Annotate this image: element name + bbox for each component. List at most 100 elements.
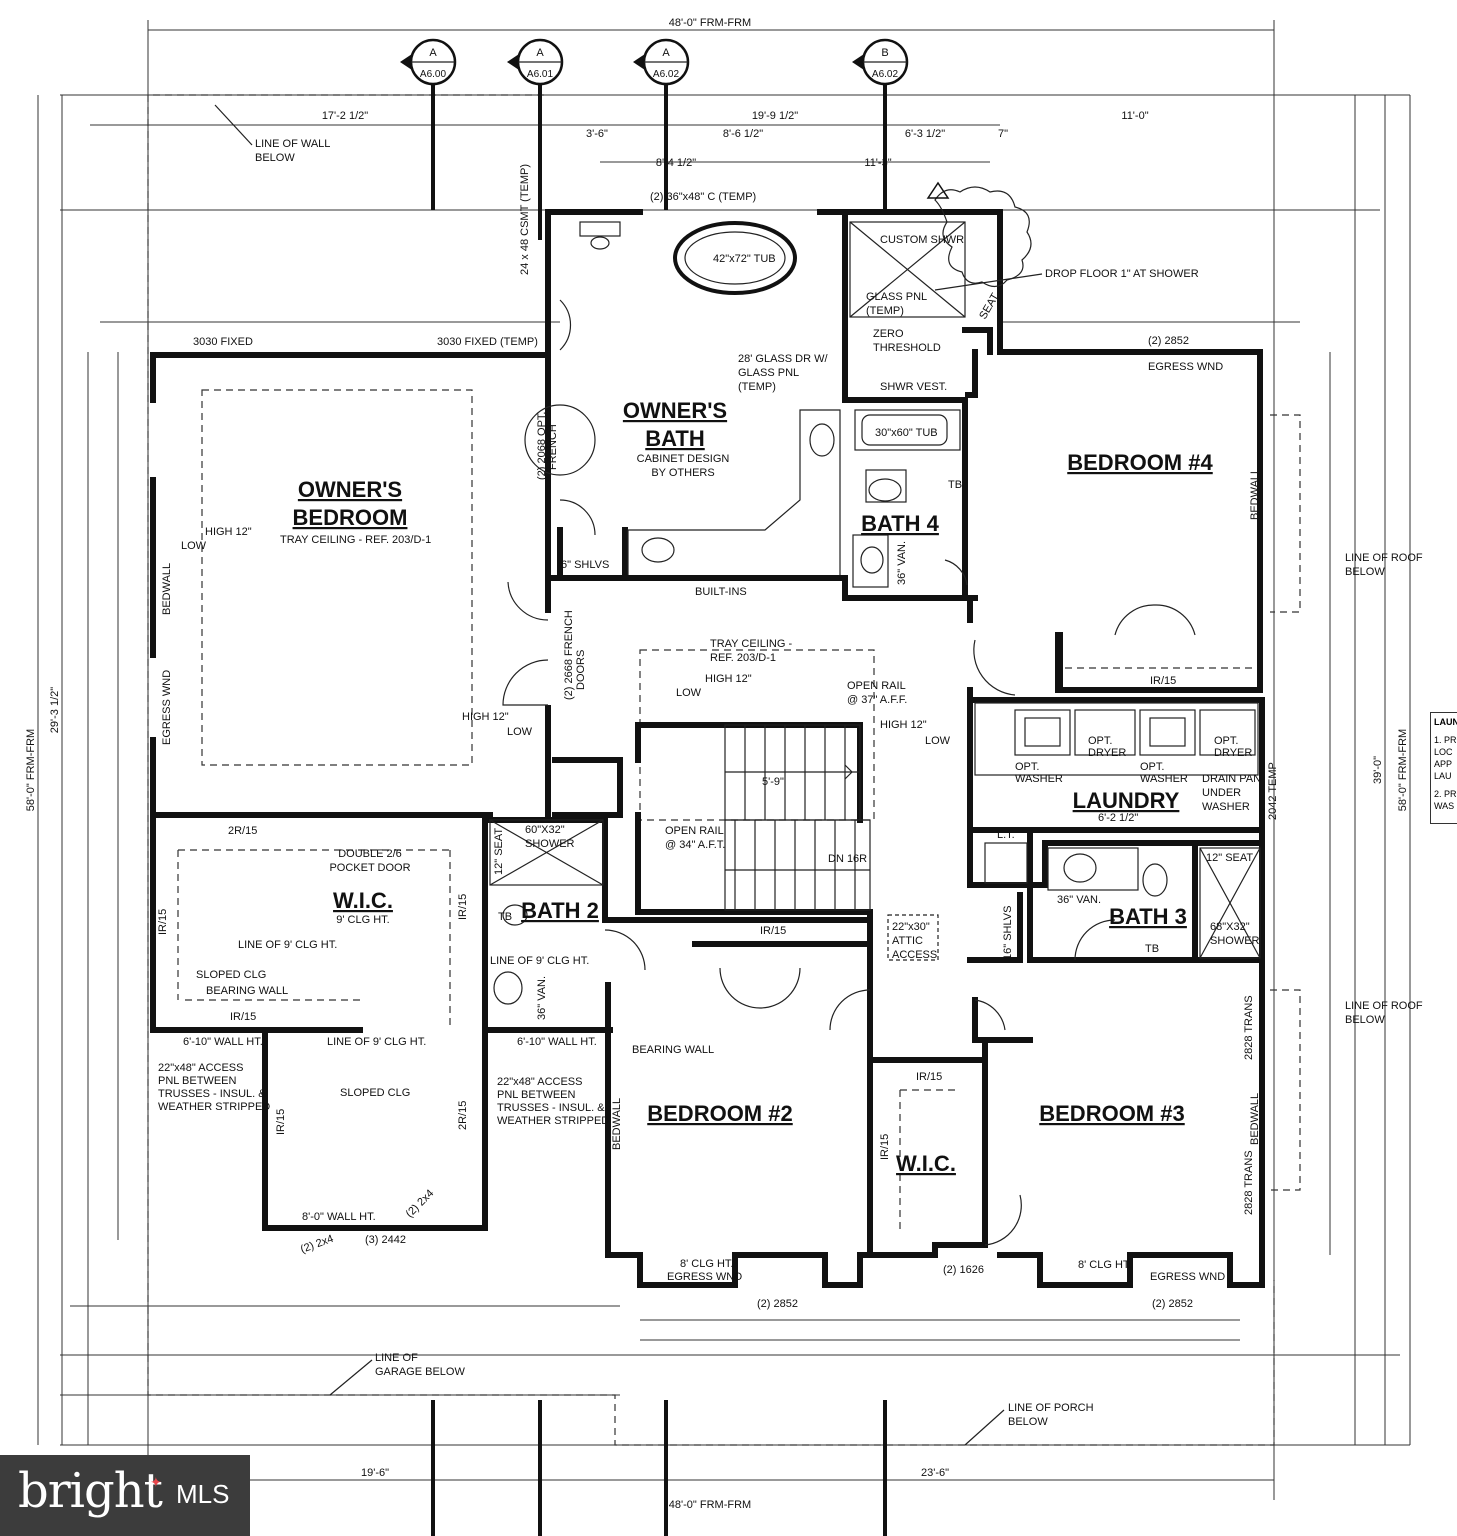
note-drop-floor: DROP FLOOR 1" AT SHOWER <box>1045 268 1199 280</box>
label-van-36-b3: 36" VAN. <box>1057 894 1101 906</box>
room-owners-bath-line2: BATH <box>645 426 704 451</box>
dimension-lines <box>37 20 1411 1500</box>
room-wic-main: W.I.C. <box>333 888 393 913</box>
label-high-left: HIGH 12" <box>462 711 509 723</box>
label-wall-ht-8: 8'-0" WALL HT. <box>302 1211 376 1223</box>
room-owners-bedroom-line1: OWNER'S <box>298 477 402 502</box>
dim-bottom-width: 48'-0" FRM-FRM <box>669 1499 751 1511</box>
label-2852-4: (2) 2852 <box>1148 335 1189 347</box>
note-tray-owner: TRAY CEILING - REF. 203/D-1 <box>280 534 431 546</box>
label-egress-2: EGRESS WND <box>667 1271 742 1283</box>
note-line-wall-2: BELOW <box>255 152 295 164</box>
room-owners-bedroom-line2: BEDROOM <box>293 505 408 530</box>
logo-mls-text: MLS <box>176 1479 230 1509</box>
section-tag-4-letter: B <box>881 47 888 59</box>
label-csmt: 24 x 48 CSMT (TEMP) <box>519 164 531 275</box>
label-ir15-9: IR/15 <box>879 1134 891 1160</box>
label-french-2b: DOORS <box>575 650 587 690</box>
revision-triangle-icon <box>926 181 950 199</box>
doors <box>502 299 1196 1246</box>
room-bath-2: BATH 2 <box>521 898 599 923</box>
section-tag-3-sheet: A6.02 <box>653 69 680 80</box>
walls <box>150 209 1265 1288</box>
label-glass-pnl-2: (TEMP) <box>866 305 904 317</box>
label-french-1b: FRENCH <box>547 424 559 470</box>
fixtures <box>177 186 1261 1230</box>
bright-mls-logo: bright ✦ MLS <box>0 1455 250 1536</box>
note-attic-2: ATTIC <box>892 935 923 947</box>
label-shlvs-1: 6" SHLVS <box>561 559 609 571</box>
note-open-rail-2a: OPEN RAIL <box>665 825 724 837</box>
staircase <box>724 724 871 911</box>
note-access-1b: PNL BETWEEN <box>158 1075 236 1087</box>
dim-top-6: 6'-3 1/2" <box>905 128 945 140</box>
note-glass-3: (TEMP) <box>738 381 776 393</box>
note-porch-1: LINE OF PORCH <box>1008 1402 1094 1414</box>
section-tag-3-letter: A <box>662 47 670 59</box>
label-line-9-clg-1: LINE OF 9' CLG HT. <box>238 939 337 951</box>
label-shwr-vest: SHWR VEST. <box>880 381 947 393</box>
legend-title: LAUN <box>1434 717 1457 727</box>
room-bedroom-4: BEDROOM #4 <box>1067 450 1213 475</box>
label-seat-12-b3: 12" SEAT <box>1206 852 1253 864</box>
laundry-notes-legend: LAUN 1. PRO LOC APP LAU 2. PRO WAS <box>1430 712 1457 824</box>
note-access-2d: WEATHER STRIPPED <box>497 1115 609 1127</box>
note-cabinet-2: BY OTHERS <box>651 467 714 479</box>
section-tag-1: A A6.00 <box>400 38 457 210</box>
section-tag-4-sheet: A6.02 <box>872 69 899 80</box>
dim-top-2: 19'-9 1/2" <box>752 110 798 122</box>
label-clg8-3: 8' CLG HT. <box>1078 1259 1131 1271</box>
logo-brand-text: bright <box>18 1463 163 1519</box>
note-line-roof-1a: LINE OF ROOF <box>1345 552 1423 564</box>
dim-left-sub: 29'-3 1/2" <box>49 687 61 733</box>
note-line-roof-1b: BELOW <box>1345 566 1385 578</box>
note-pocket-1: DOUBLE 2/6 <box>338 848 402 860</box>
dim-left-height: 58'-0" FRM-FRM <box>25 729 37 811</box>
note-drain-2: UNDER <box>1202 787 1241 799</box>
label-stair-dn: DN 16R <box>828 853 867 865</box>
label-wall-ht-610a: 6'-10" WALL HT. <box>183 1036 263 1048</box>
note-access-1d: WEATHER STRIPPED <box>158 1101 270 1113</box>
label-opt-washer-1b: WASHER <box>1015 773 1063 785</box>
note-pocket-2: POCKET DOOR <box>329 862 410 874</box>
note-glass-1: 28' GLASS DR W/ <box>738 353 828 365</box>
note-cabinet-1: CABINET DESIGN <box>637 453 730 465</box>
label-2r25: 2R/15 <box>457 1101 469 1130</box>
room-bath-4: BATH 4 <box>861 511 940 536</box>
label-van-36-b4: 36" VAN. <box>896 541 908 585</box>
label-bedwall-2: BEDWALL <box>611 1098 623 1150</box>
legend-line-3: APP <box>1434 759 1453 769</box>
label-low-owner: LOW <box>181 540 207 552</box>
note-zero-1: ZERO <box>873 328 904 340</box>
label-2852-3: (2) 2852 <box>1152 1298 1193 1310</box>
label-1626: (2) 1626 <box>943 1264 984 1276</box>
label-shower60-2: SHOWER <box>525 838 575 850</box>
label-opt-dryer-1b: DRYER <box>1088 747 1126 759</box>
note-drain-1: DRAIN PAN <box>1202 773 1261 785</box>
label-2042: 2042 TEMP <box>1267 762 1279 820</box>
room-bedroom-3: BEDROOM #3 <box>1039 1101 1184 1126</box>
overall-dimensions: 48'-0" FRM-FRM 48'-0" FRM-FRM 58'-0" FRM… <box>25 17 1409 1511</box>
label-wall-ht-610b: 6'-10" WALL HT. <box>517 1036 597 1048</box>
note-open-rail-2b: @ 34" A.F.T. <box>665 839 725 851</box>
label-shower68-1: 68"X32" <box>1210 921 1250 933</box>
note-access-1c: TRUSSES - INSUL. & <box>158 1088 266 1100</box>
label-custom-shwr: CUSTOM SHWR <box>880 234 964 246</box>
note-access-2c: TRUSSES - INSUL. & <box>497 1102 605 1114</box>
note-wic-clg: 9' CLG HT. <box>336 914 389 926</box>
dim-bottom-left: 19'-6" <box>361 1467 389 1479</box>
dim-right-height: 58'-0" FRM-FRM <box>1397 729 1409 811</box>
label-ir15-1: 2R/15 <box>228 825 257 837</box>
label-bedwall-3: BEDWALL <box>1249 1093 1261 1145</box>
label-2x4-2: (2) 2x4 <box>404 1187 437 1220</box>
label-seat-12-b2: 12" SEAT <box>493 828 505 875</box>
label-opt-dryer-2a: OPT. <box>1214 735 1238 747</box>
section-tag-1-sheet: A6.00 <box>420 69 447 80</box>
label-bedwall-4: BEDWALL <box>1249 468 1261 520</box>
label-low-hall: LOW <box>676 687 702 699</box>
section-tag-2-letter: A <box>536 47 544 59</box>
label-high-hall: HIGH 12" <box>705 673 752 685</box>
note-bearing-1a: SLOPED CLG <box>196 969 266 981</box>
note-porch-2: BELOW <box>1008 1416 1048 1428</box>
